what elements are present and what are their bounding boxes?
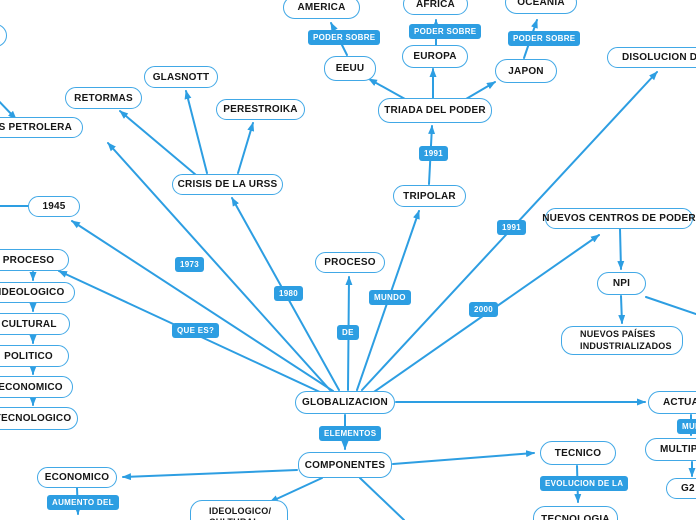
node-actual[interactable]: ACTUAL (648, 391, 696, 414)
edge-componentes-ideocultural (269, 477, 323, 503)
node-tripolar[interactable]: TRIPOLAR (393, 185, 466, 207)
edge-label-mun[interactable]: MUNDO (677, 419, 696, 434)
edge-label-1980[interactable]: 1980 (274, 286, 303, 301)
edge-label-2000[interactable]: 2000 (469, 302, 498, 317)
edge-label-poder-sobre-africa[interactable]: PODER SOBRE (409, 24, 482, 39)
node-africa[interactable]: AFRICA (403, 0, 468, 15)
edge-label-aumento-del[interactable]: AUMENTO DEL (47, 495, 119, 510)
node-componentes[interactable]: COMPONENTES (298, 452, 392, 478)
edge-label-poder-sobre-oceania[interactable]: PODER SOBRE (508, 31, 581, 46)
node-oceania[interactable]: OCEANIA (505, 0, 577, 14)
node-label: ECONOMICO (44, 472, 110, 483)
node-label: MULTIP (660, 444, 696, 455)
node-label: PERESTROIKA (223, 104, 298, 115)
node-label: CRISIS PETROLERA (0, 122, 72, 133)
node-disolucion[interactable]: DISOLUCION DE L (607, 47, 696, 68)
node-label: NUEVOS CENTROS DE PODER (542, 213, 696, 224)
edge-componentes-tecnico (392, 450, 535, 465)
node-multipolar[interactable]: MULTIP (645, 438, 696, 461)
node-japon[interactable]: JAPON (495, 59, 557, 83)
node-label: TRIADA DEL PODER (384, 105, 486, 116)
edge-offscreen-crisis-petrolera (0, 100, 17, 120)
node-europa[interactable]: EUROPA (402, 45, 468, 68)
node-cultural-left[interactable]: CULTURAL (0, 313, 70, 335)
node-label: ECONOMICO (0, 381, 63, 393)
node-label: AMERICA (297, 2, 346, 13)
edge-label-evolucion-de-la[interactable]: EVOLUCION DE LA (540, 476, 629, 491)
edge-glob-1945 (71, 220, 334, 392)
edge-label-1973[interactable]: 1973 (175, 257, 204, 272)
node-politico-left[interactable]: POLITICO (0, 345, 69, 367)
edge-npi-nuevos-paises (618, 295, 626, 324)
node-label: POLITICO (4, 350, 53, 362)
node-tecnico[interactable]: TECNICO (540, 441, 616, 465)
node-tecnologico-left[interactable]: TECNOLOGICO (0, 407, 78, 430)
edge-urss-retormas (119, 110, 197, 176)
node-label: EUROPA (413, 51, 457, 62)
node-label: G2 (681, 483, 695, 494)
node-label: TECNOLOGIA (541, 513, 610, 520)
node-economico-bottom[interactable]: ECONOMICO (37, 467, 117, 488)
node-economico-left[interactable]: ECONOMICO (0, 376, 73, 398)
edge-label-elementos[interactable]: ELEMENTOS (319, 426, 382, 441)
node-perestroika[interactable]: PERESTROIKA (216, 99, 305, 120)
node-g2[interactable]: G2 (666, 478, 696, 499)
node-glasnott[interactable]: GLASNOTT (144, 66, 218, 88)
edge-centros-npi (617, 228, 625, 270)
node-label: JAPON (508, 65, 544, 77)
node-label: PROCESO (324, 257, 376, 268)
node-label: TECNOLOGICO (0, 413, 72, 424)
node-label: IDEOLOGICO/ CULTURAL (209, 505, 272, 520)
node-label: 1945 (42, 201, 66, 212)
edge-componentes-economico (122, 469, 298, 481)
node-label: TRIPOLAR (403, 190, 456, 202)
edge-glob-crisis-petrolera (107, 142, 331, 391)
node-npi[interactable]: NPI (597, 272, 646, 295)
node-label: ACTUAL (663, 397, 696, 408)
edge-triada-japon (465, 81, 496, 100)
node-tecnologia[interactable]: TECNOLOGIA (533, 506, 618, 520)
edge-label-que-es[interactable]: QUE ES? (172, 323, 220, 338)
node-ideologico-cultural[interactable]: IDEOLOGICO/ CULTURAL (190, 500, 288, 520)
node-eeuu[interactable]: EEUU (324, 56, 376, 81)
node-label: PROCESO (2, 254, 55, 266)
node-proceso-left[interactable]: PROCESO (0, 249, 69, 271)
node-1945[interactable]: 1945 (28, 196, 80, 217)
node-crisis-de-la-urss[interactable]: CRISIS DE LA URSS (172, 174, 283, 195)
node-triada-del-poder[interactable]: TRIADA DEL PODER (378, 98, 492, 123)
node-america[interactable]: AMERICA (283, 0, 360, 19)
node-label: DISOLUCION DE L (622, 52, 696, 63)
node-label: OCEANIA (517, 0, 565, 8)
node-label: RETORMAS (74, 92, 133, 104)
node-label: CRISIS DE LA URSS (177, 179, 278, 190)
edge-label-mundo[interactable]: MUNDO (369, 290, 411, 305)
edge-urss-glasnott (184, 90, 208, 174)
node-label: TECNICO (554, 447, 602, 459)
node-label: NPI (612, 278, 631, 289)
edge-label-poder-sobre-america[interactable]: PODER SOBRE (308, 30, 381, 45)
node-label: AFRICA (416, 0, 455, 10)
edge-triada-eeuu (368, 78, 406, 100)
edge-label-1991-disolucion[interactable]: 1991 (497, 220, 526, 235)
edge-label-de[interactable]: DE (337, 325, 359, 340)
node-label: EEUU (335, 63, 365, 74)
node-label: CULTURAL (1, 318, 57, 330)
edge-componentes-offscreen (359, 477, 405, 520)
node-retormas[interactable]: RETORMAS (65, 87, 142, 109)
node-proceso-mid[interactable]: PROCESO (315, 252, 385, 273)
node-label: GLOBALIZACION (302, 397, 388, 408)
edge-urss-perestroika (237, 122, 255, 174)
node-label: COMPONENTES (304, 459, 386, 471)
node-crisis-petrolera[interactable]: CRISIS PETROLERA (0, 117, 83, 138)
edge-npi-offscreen (645, 296, 696, 315)
node-label: IDEOLOGICO (0, 287, 65, 298)
edge-label-1991-triada[interactable]: 1991 (419, 146, 448, 161)
node-globalizacion[interactable]: GLOBALIZACION (295, 391, 395, 414)
node-ideologico-left[interactable]: IDEOLOGICO (0, 282, 75, 303)
node-nuevos-paises-industrializados[interactable]: NUEVOS PAÍSES INDUSTRIALIZADOS (561, 326, 683, 355)
node-label: GLASNOTT (152, 71, 210, 83)
node-nuevos-centros-de-poder[interactable]: NUEVOS CENTROS DE PODER (542, 208, 696, 229)
node-label: NUEVOS PAÍSES INDUSTRIALIZADOS (580, 329, 672, 351)
